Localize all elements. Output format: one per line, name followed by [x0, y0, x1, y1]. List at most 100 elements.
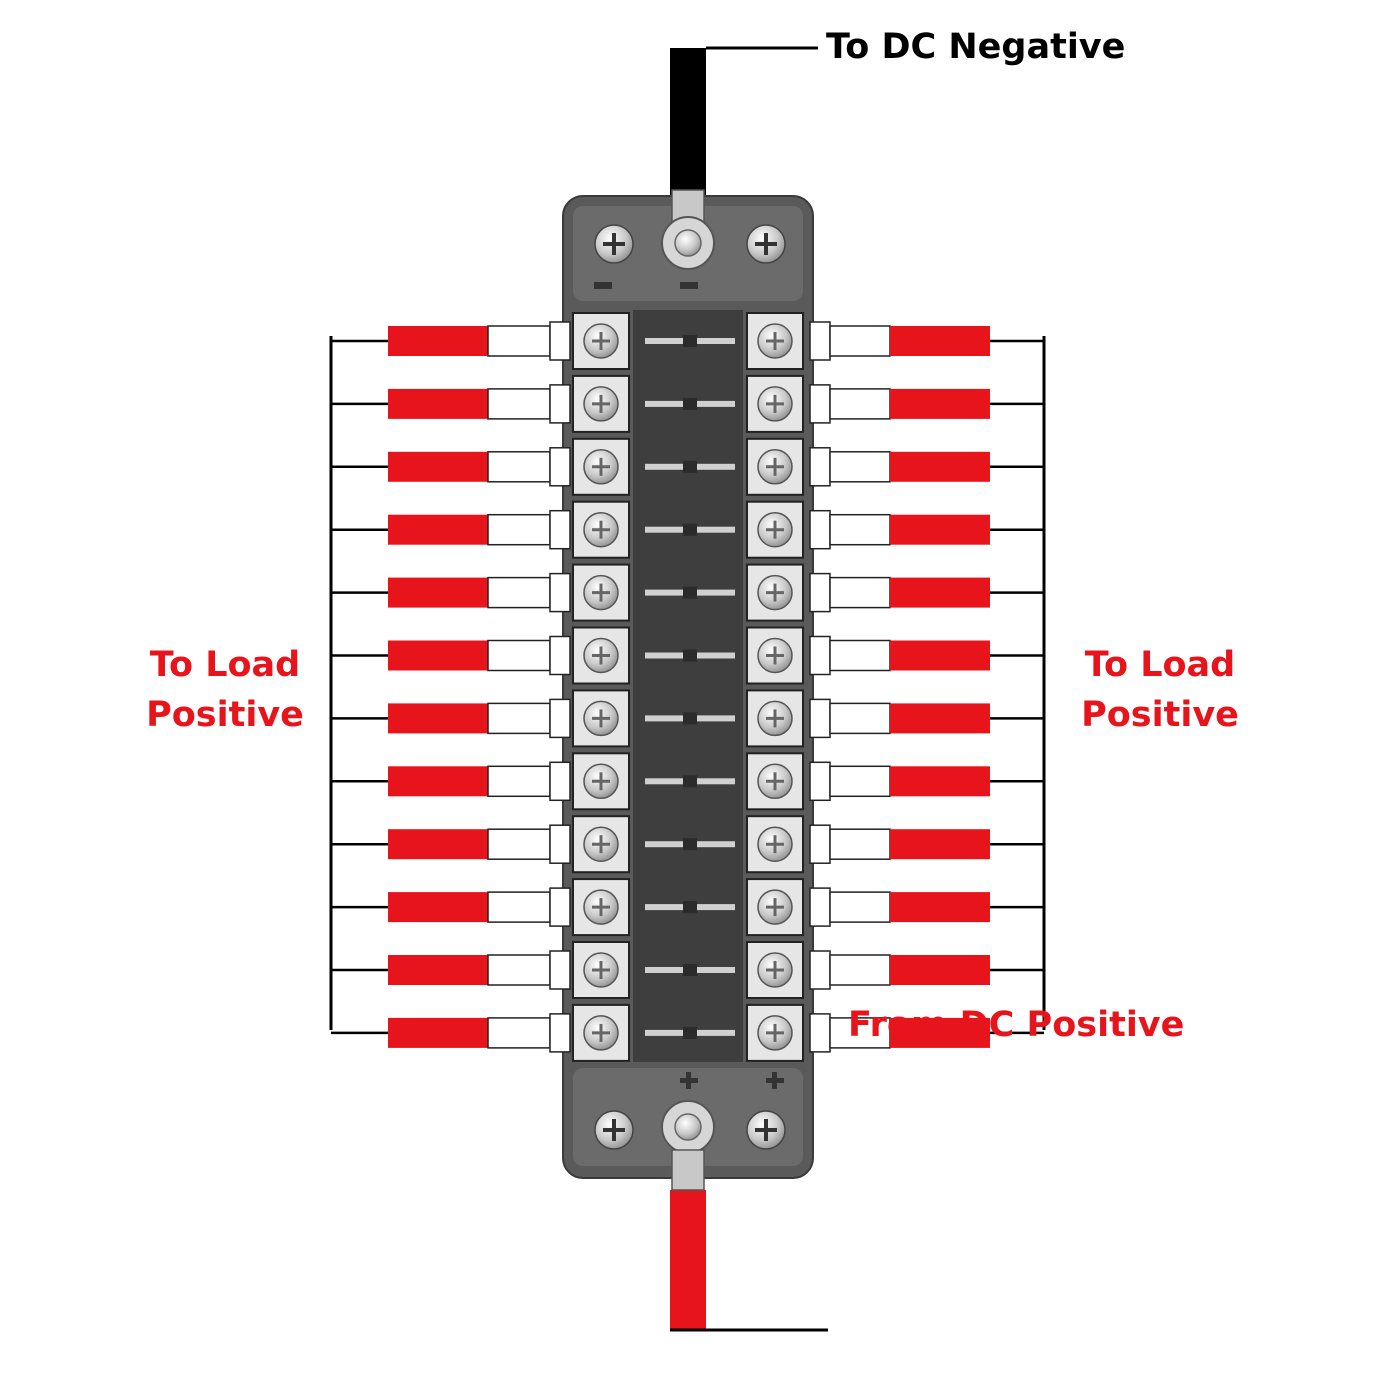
circuit-row — [331, 500, 1044, 559]
right-spade-connector — [829, 702, 891, 735]
circuit-row — [331, 626, 1044, 685]
left-spade-connector — [487, 576, 551, 609]
right-connector-crimp — [809, 509, 831, 550]
left-connector-crimp — [549, 1013, 571, 1053]
right-wire-insulation — [890, 326, 990, 356]
left-connector-crimp — [549, 509, 571, 550]
right-wire-insulation — [890, 892, 990, 923]
terminal-screw-icon — [757, 511, 793, 548]
right-terminal-pad — [746, 626, 804, 685]
left-spade-connector — [487, 891, 551, 923]
terminal-screw-icon — [583, 889, 619, 925]
left-connector-crimp — [549, 950, 571, 990]
left-wire-insulation — [388, 514, 488, 545]
mount-screw-icon — [594, 1110, 634, 1150]
label-right-load-positive: To Load Positive — [1075, 640, 1245, 740]
fuse-slot — [645, 838, 735, 851]
right-wire-insulation — [890, 388, 990, 419]
left-wire-insulation — [388, 326, 488, 356]
left-wire-insulation — [388, 451, 488, 482]
right-connector-crimp — [809, 321, 831, 361]
terminal-screw-icon — [757, 1015, 793, 1051]
terminal-screw-icon — [583, 386, 619, 422]
terminal-screw-icon — [757, 637, 793, 674]
fuse-slot — [645, 712, 735, 725]
left-connector-crimp — [549, 321, 571, 361]
negative-ring-terminal — [661, 189, 715, 270]
right-connector-crimp — [809, 761, 831, 802]
right-wire-insulation — [890, 577, 990, 608]
left-wire-insulation — [388, 892, 488, 923]
positive-cable — [670, 1190, 828, 1332]
left-spade-connector — [487, 765, 551, 798]
terminal-screw-icon — [583, 323, 619, 359]
terminal-screw-icon — [757, 826, 793, 862]
right-wire-insulation — [890, 703, 990, 734]
label-to-dc-negative: To DC Negative — [826, 27, 1126, 67]
circuit-row — [331, 878, 1044, 937]
right-spade-connector — [829, 388, 891, 420]
left-wire-insulation — [388, 640, 488, 671]
label-from-dc-positive: From DC Positive — [848, 1005, 1185, 1045]
circuit-row — [331, 815, 1044, 874]
circuit-row — [331, 437, 1044, 496]
fuse-slot — [645, 964, 735, 976]
left-spade-connector — [487, 513, 551, 546]
label-left-load-line2: Positive — [146, 695, 304, 735]
circuit-row — [331, 752, 1044, 811]
left-spade-connector — [487, 451, 551, 483]
left-wire-insulation — [388, 388, 488, 419]
circuit-rows — [331, 312, 1044, 1062]
left-spade-connector — [487, 828, 551, 860]
right-wire-insulation — [890, 451, 990, 482]
terminal-screw-icon — [757, 700, 793, 737]
terminal-screw-icon — [583, 826, 619, 862]
right-wire-insulation — [890, 514, 990, 545]
terminal-screw-icon — [583, 637, 619, 674]
left-connector-crimp — [549, 761, 571, 802]
terminal-screw-icon — [757, 574, 793, 611]
right-spade-connector — [829, 954, 891, 986]
left-spade-connector — [487, 1017, 551, 1049]
fuse-slot — [645, 397, 735, 410]
terminal-screw-icon — [583, 511, 619, 548]
left-wire-insulation — [388, 703, 488, 734]
right-spade-connector — [829, 576, 891, 609]
label-right-load-line1: To Load — [1084, 645, 1236, 685]
fuse-slot — [645, 523, 735, 536]
left-wire-insulation — [388, 577, 488, 608]
right-wire-insulation — [890, 766, 990, 797]
positive-symbol-icon — [680, 1072, 784, 1089]
terminal-screw-icon — [583, 952, 619, 988]
right-spade-connector — [829, 891, 891, 923]
fuse-slot — [645, 460, 735, 473]
terminal-screw-icon — [583, 574, 619, 611]
left-spade-connector — [487, 954, 551, 986]
left-spade-connector — [487, 388, 551, 420]
mount-screw-icon — [746, 224, 786, 264]
left-connector-crimp — [549, 384, 571, 424]
label-left-load-positive: To Load Positive — [140, 640, 310, 740]
right-connector-crimp — [809, 384, 831, 424]
right-connector-crimp — [809, 887, 831, 927]
left-connector-crimp — [549, 447, 571, 487]
terminal-screw-icon — [757, 323, 793, 359]
circuit-row — [331, 563, 1044, 622]
circuit-row — [331, 374, 1044, 433]
fuse-slot — [645, 649, 735, 662]
right-wire-insulation — [890, 1017, 990, 1048]
left-connector-crimp — [549, 887, 571, 927]
left-connector-crimp — [549, 635, 571, 676]
right-wire-insulation — [890, 829, 990, 860]
right-spade-connector — [829, 639, 891, 672]
right-connector-crimp — [809, 1013, 831, 1053]
negative-cable — [670, 46, 818, 200]
terminal-screw-icon — [757, 449, 793, 485]
right-spade-connector — [829, 828, 891, 860]
fuse-slot — [645, 1026, 735, 1039]
terminal-screw-icon — [583, 763, 619, 800]
left-wire-insulation — [388, 1017, 488, 1048]
right-wire-insulation — [890, 955, 990, 985]
right-connector-crimp — [809, 447, 831, 487]
